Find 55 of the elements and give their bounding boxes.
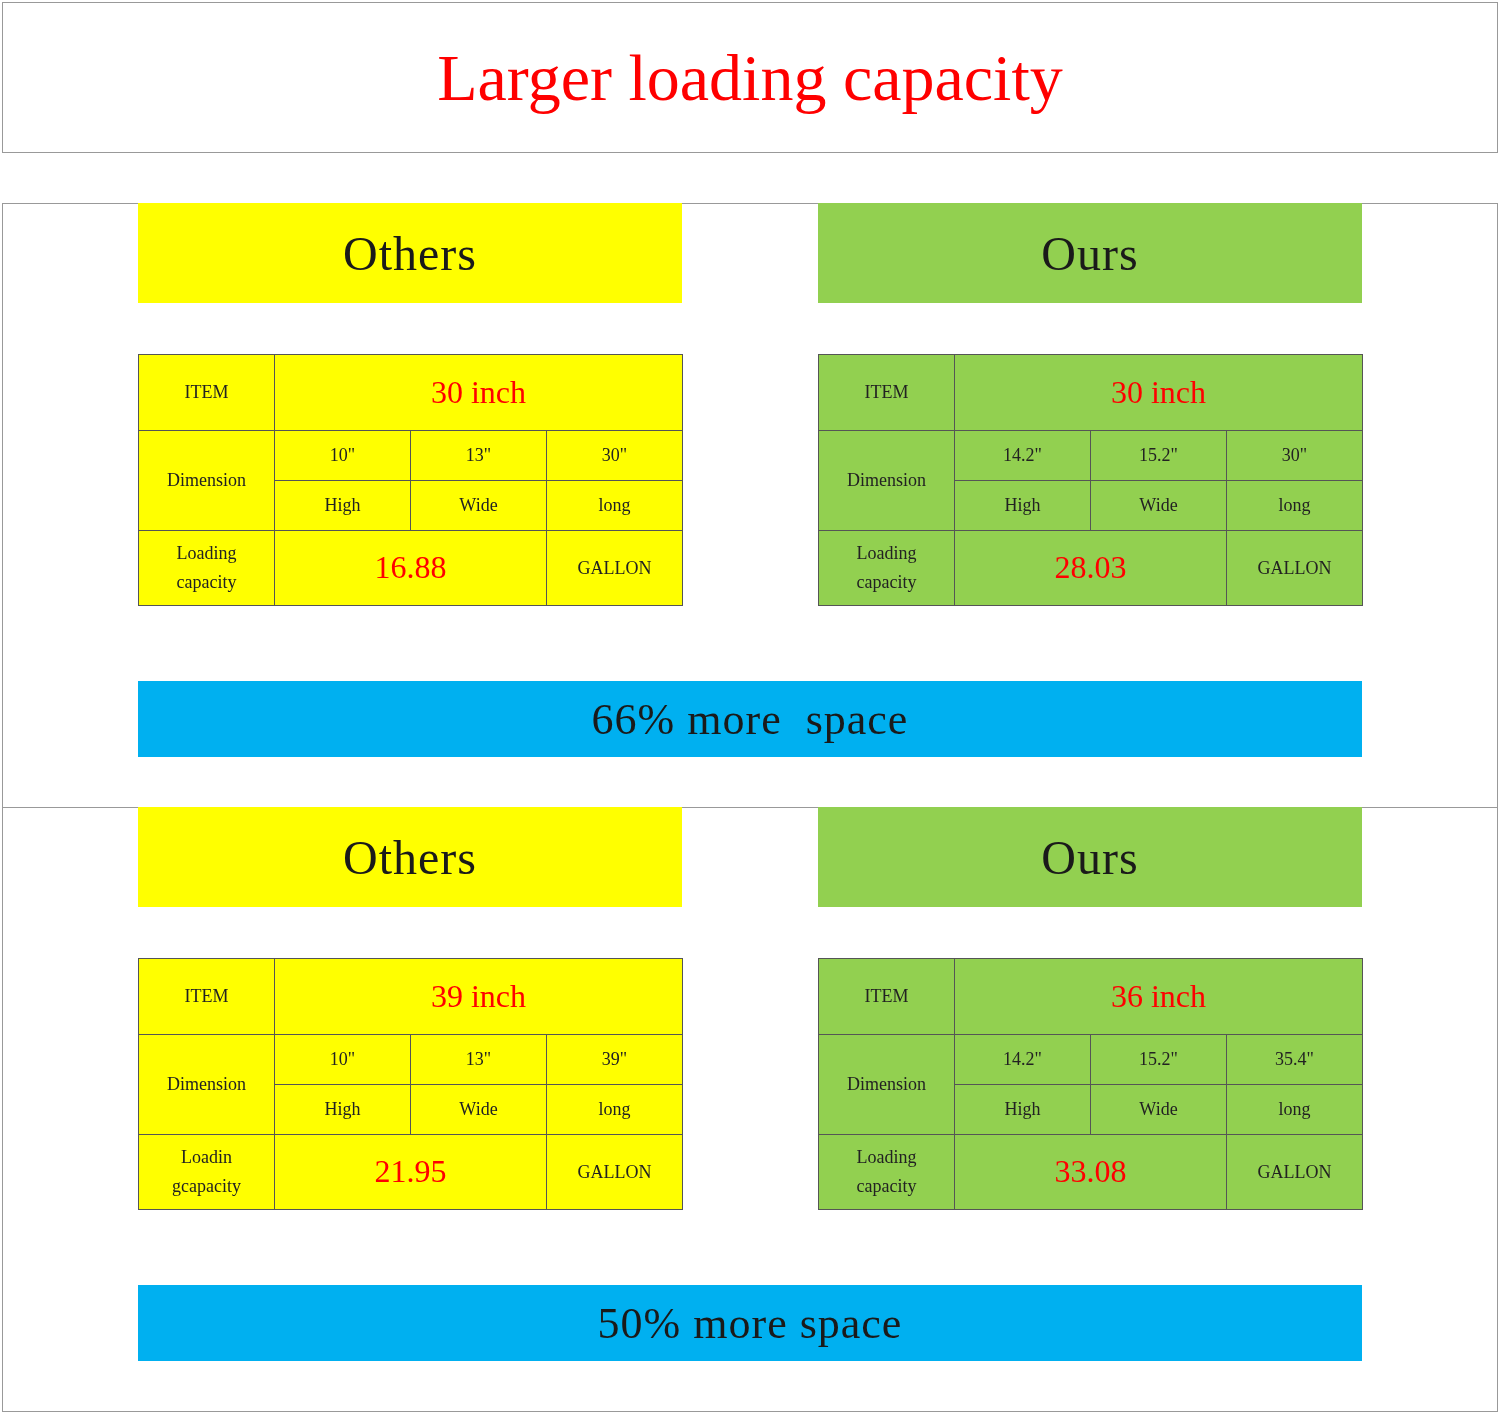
table-cell: Loading capacity	[138, 530, 275, 606]
banner: 66% more space	[138, 681, 1362, 757]
table-cell: 39 inch	[274, 958, 683, 1035]
table-cell: GALLON	[1226, 530, 1363, 606]
table-cell: High	[954, 1084, 1091, 1135]
table-cell: 21.95	[274, 1134, 547, 1210]
table-cell: ITEM	[138, 354, 275, 431]
table-cell: 30 inch	[274, 354, 683, 431]
table-cell: 13"	[410, 1034, 547, 1085]
table-cell: GALLON	[546, 1134, 683, 1210]
table-cell: GALLON	[546, 530, 683, 606]
table-cell: 15.2"	[1090, 430, 1227, 481]
header-box: Others	[138, 807, 682, 907]
table-cell: Loading capacity	[818, 1134, 955, 1210]
table-cell: 15.2"	[1090, 1034, 1227, 1085]
table-cell: Wide	[1090, 1084, 1227, 1135]
header-box: Ours	[818, 807, 1362, 907]
table-cell: GALLON	[1226, 1134, 1363, 1210]
table-cell: ITEM	[818, 354, 955, 431]
table-cell: 14.2"	[954, 430, 1091, 481]
table-cell: 14.2"	[954, 1034, 1091, 1085]
table-cell: Loadin gcapacity	[138, 1134, 275, 1210]
table-cell: 39"	[546, 1034, 683, 1085]
table-cell: Dimension	[138, 1034, 275, 1135]
banner: 50% more space	[138, 1285, 1362, 1361]
table-cell: 30"	[546, 430, 683, 481]
table-cell: 10"	[274, 1034, 411, 1085]
table-cell: long	[1226, 1084, 1363, 1135]
table-cell: 36 inch	[954, 958, 1363, 1035]
table-cell: 13"	[410, 430, 547, 481]
table-cell: 10"	[274, 430, 411, 481]
title: Larger loading capacity	[437, 39, 1063, 116]
table-cell: ITEM	[138, 958, 275, 1035]
table-cell: 33.08	[954, 1134, 1227, 1210]
table-cell: 16.88	[274, 530, 547, 606]
table-cell: Dimension	[818, 430, 955, 531]
table-cell: long	[1226, 480, 1363, 531]
table-cell: long	[546, 480, 683, 531]
table-cell: Loading capacity	[818, 530, 955, 606]
table-cell: 30 inch	[954, 354, 1363, 431]
table-cell: long	[546, 1084, 683, 1135]
table-cell: 30"	[1226, 430, 1363, 481]
table-cell: High	[274, 480, 411, 531]
table-cell: High	[954, 480, 1091, 531]
table-cell: 28.03	[954, 530, 1227, 606]
table-cell: High	[274, 1084, 411, 1135]
table-cell: Dimension	[138, 430, 275, 531]
table-cell: Dimension	[818, 1034, 955, 1135]
header-box: Others	[138, 203, 682, 303]
table-cell: Wide	[410, 480, 547, 531]
table-cell: 35.4"	[1226, 1034, 1363, 1085]
header-box: Ours	[818, 203, 1362, 303]
table-cell: ITEM	[818, 958, 955, 1035]
table-cell: Wide	[410, 1084, 547, 1135]
table-cell: Wide	[1090, 480, 1227, 531]
